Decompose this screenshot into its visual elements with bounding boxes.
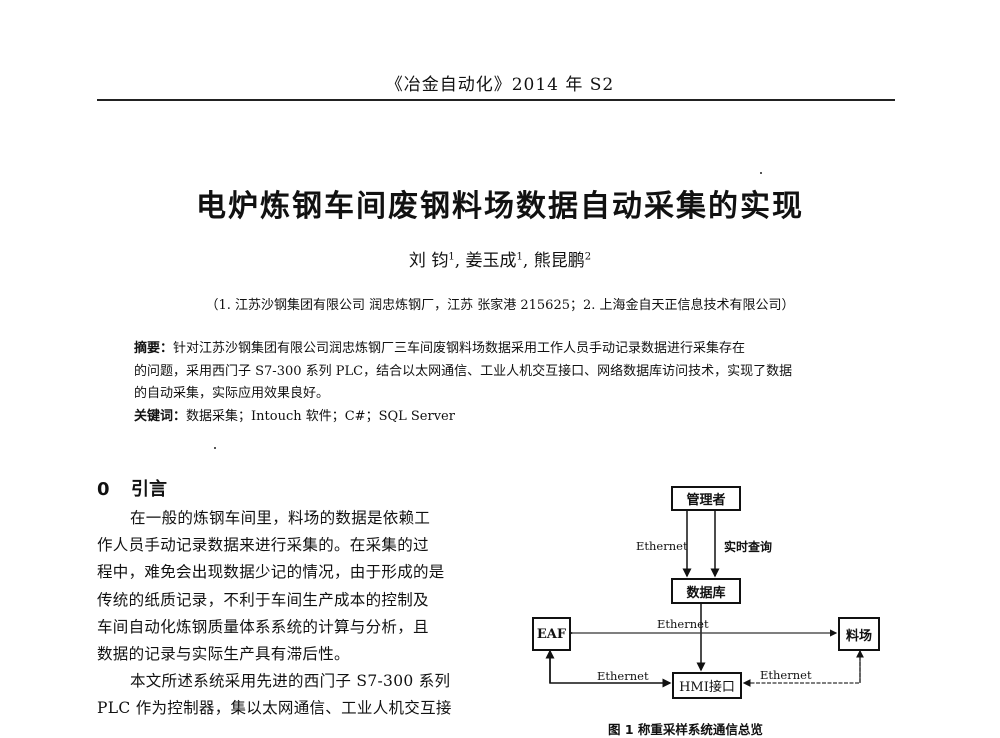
author-affil-mark: 1 [448, 251, 455, 263]
body-line: PLC 作为控制器，集以太网通信、工业人机交互接 [97, 699, 452, 718]
keywords-line: 关键词：数据采集；Intouch 软件；C#；SQL Server [134, 406, 874, 429]
body-line: 数据的记录与实际生产具有滞后性。 [97, 645, 350, 664]
figure-communication-diagram: 管理者 数据库 EAF 料场 HMI接口 Ethernet 实时查询 Ether… [520, 475, 900, 737]
article-title: 电炉炼钢车间废钢料场数据自动采集的实现 [196, 189, 804, 224]
section-heading: 0 引言 [97, 475, 167, 501]
body-line: 车间自动化炼钢质量体系系统的计算与分析，且 [97, 617, 429, 636]
abstract-text: 针对江苏沙钢集团有限公司润忠炼钢厂三车间废钢料场数据采用工作人员手动记录数据进行… [173, 341, 746, 356]
edge-label-ethernet: Ethernet [597, 669, 649, 683]
diagram-connectors [545, 501, 864, 688]
journal-header: 《冶金自动化》2014 年 S2 [385, 75, 615, 95]
abstract-line-2: 的问题，采用西门子 S7-300 系列 PLC，结合以太网通信、工业人机交互接口… [134, 363, 793, 379]
abstract-line-1: 摘要：针对江苏沙钢集团有限公司润忠炼钢厂三车间废钢料场数据采用工作人员手动记录数… [134, 338, 874, 361]
body-line: 作人员手动记录数据来进行采集的。在采集的过 [97, 536, 429, 555]
scan-speck [214, 447, 216, 449]
edge-label-ethernet: Ethernet [636, 539, 688, 553]
abstract-label: 摘要： [134, 341, 174, 356]
edge-label-ethernet: Ethernet [760, 668, 812, 682]
body-line: 在一般的炼钢车间里，料场的数据是依赖工 [130, 509, 431, 527]
author-list: 刘 钧1, 姜玉成1, 熊昆鹏2 [408, 251, 592, 271]
figure-caption: 图 1 称重采样系统通信总览 [608, 722, 763, 737]
node-yard: 料场 [838, 617, 880, 651]
header-rule [97, 99, 895, 101]
node-manager: 管理者 [671, 486, 741, 511]
author-affil-mark: 1 [516, 251, 523, 263]
author-name: 熊昆鹏 [533, 251, 585, 271]
scan-speck [760, 172, 762, 174]
author-name: 姜玉成 [465, 251, 517, 271]
author-name: 刘 钧 [408, 251, 449, 271]
keywords-text: 数据采集；Intouch 软件；C#；SQL Server [186, 408, 455, 424]
edge-label-ethernet: Ethernet [657, 617, 709, 631]
keywords-label: 关键词： [134, 408, 187, 424]
section-title: 引言 [131, 479, 167, 500]
edge-label-realtime-query: 实时查询 [724, 540, 773, 554]
abstract-line-3: 的自动采集，实际应用效果良好。 [134, 386, 330, 401]
body-line: 本文所述系统采用先进的西门子 S7-300 系列 [130, 672, 451, 691]
abstract-block: 摘要：针对江苏沙钢集团有限公司润忠炼钢厂三车间废钢料场数据采用工作人员手动记录数… [134, 338, 874, 428]
node-database: 数据库 [671, 578, 741, 604]
section-number: 0 [97, 479, 110, 500]
affiliation: （1. 江苏沙钢集团有限公司 润忠炼钢厂，江苏 张家港 215625；2. 上海… [205, 298, 795, 313]
node-hmi: HMI接口 [672, 672, 742, 699]
body-line: 传统的纸质记录，不利于车间生产成本的控制及 [97, 590, 429, 609]
body-text: 在一般的炼钢车间里，料场的数据是依赖工 作人员手动记录数据来进行采集的。在采集的… [97, 505, 491, 723]
author-affil-mark: 2 [584, 251, 592, 263]
body-line: 程中，难免会出现数据少记的情况，由于形成的是 [97, 563, 445, 582]
node-eaf: EAF [532, 617, 571, 651]
